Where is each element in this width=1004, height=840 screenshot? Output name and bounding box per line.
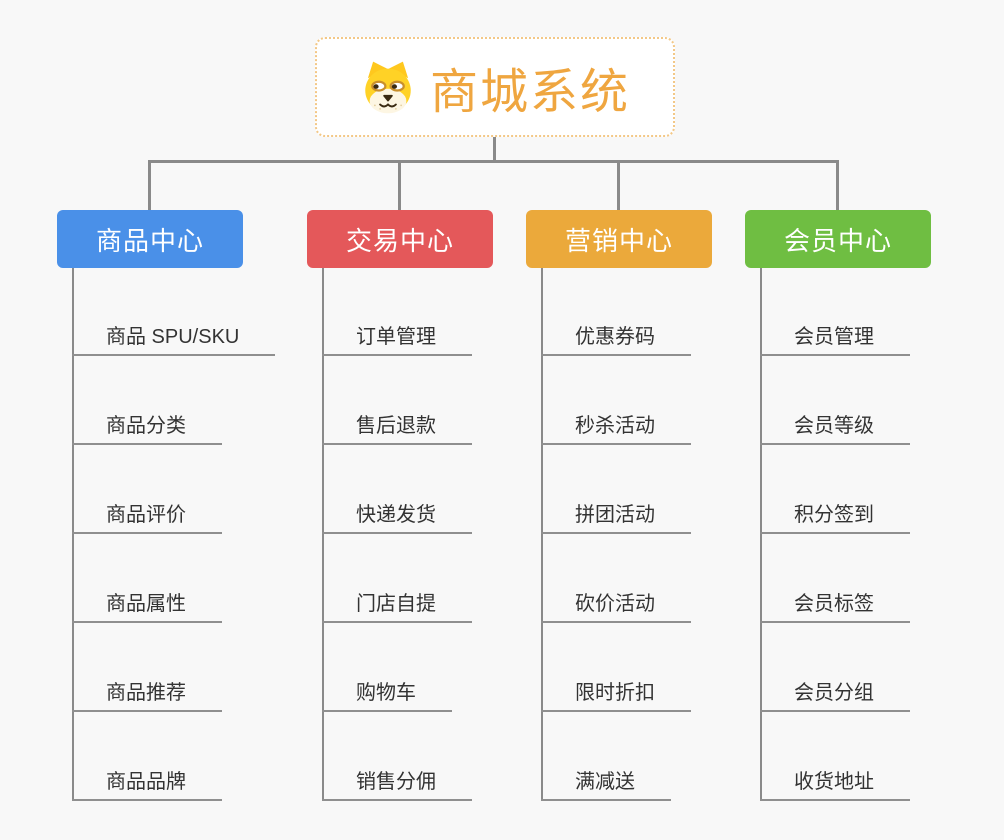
leaf-label: 砍价活动 <box>575 593 655 615</box>
leaf-node[interactable]: 收货地址 <box>760 765 910 801</box>
leaf-label: 满减送 <box>575 771 635 793</box>
leaf-node[interactable]: 会员管理 <box>760 320 910 356</box>
branch-node-marketing[interactable]: 营销中心 <box>526 210 712 268</box>
leaf-node[interactable]: 会员等级 <box>760 409 910 445</box>
leaf-node[interactable]: 商品推荐 <box>72 676 222 712</box>
leaf-label: 商品 SPU/SKU <box>106 326 240 348</box>
leaf-label: 限时折扣 <box>575 682 655 704</box>
leaf-node[interactable]: 限时折扣 <box>541 676 691 712</box>
branch-node-trade[interactable]: 交易中心 <box>307 210 493 268</box>
leaf-label: 秒杀活动 <box>575 415 655 437</box>
leaf-node[interactable]: 积分签到 <box>760 498 910 534</box>
connector-drop-3 <box>617 160 620 210</box>
leaf-label: 商品分类 <box>106 415 186 437</box>
branch-spine-line <box>322 268 324 801</box>
branch-spine-line <box>760 268 762 801</box>
leaf-node[interactable]: 会员分组 <box>760 676 910 712</box>
leaf-node[interactable]: 会员标签 <box>760 587 910 623</box>
connector-drop-4 <box>836 160 839 210</box>
connector-root-stem <box>493 137 496 162</box>
leaf-node[interactable]: 快递发货 <box>322 498 472 534</box>
branch-node-product[interactable]: 商品中心 <box>57 210 243 268</box>
leaf-label: 会员标签 <box>794 593 874 615</box>
leaf-node[interactable]: 门店自提 <box>322 587 472 623</box>
connector-drop-2 <box>398 160 401 210</box>
leaf-label: 商品属性 <box>106 593 186 615</box>
leaf-node[interactable]: 商品评价 <box>72 498 222 534</box>
leaf-label: 拼团活动 <box>575 504 655 526</box>
branch-column-product: 商品中心 商品 SPU/SKU 商品分类 商品评价 商品属性 商品推荐 商品品牌 <box>57 210 307 840</box>
branch-column-trade: 交易中心 订单管理 售后退款 快递发货 门店自提 购物车 销售分佣 <box>307 210 557 840</box>
leaf-node[interactable]: 秒杀活动 <box>541 409 691 445</box>
leaf-label: 售后退款 <box>356 415 436 437</box>
leaf-label: 销售分佣 <box>356 771 436 793</box>
leaf-label: 商品评价 <box>106 504 186 526</box>
leaf-label: 门店自提 <box>356 593 436 615</box>
leaf-node[interactable]: 商品属性 <box>72 587 222 623</box>
leaf-node[interactable]: 砍价活动 <box>541 587 691 623</box>
leaf-label: 商品品牌 <box>106 771 186 793</box>
leaf-node[interactable]: 售后退款 <box>322 409 472 445</box>
leaf-node[interactable]: 商品 SPU/SKU <box>72 320 276 356</box>
leaf-label: 快递发货 <box>356 504 436 526</box>
connector-drop-1 <box>148 160 151 210</box>
doge-icon <box>365 61 411 114</box>
branch-column-marketing: 营销中心 优惠券码 秒杀活动 拼团活动 砍价活动 限时折扣 满减送 <box>526 210 776 840</box>
leaf-node[interactable]: 商品品牌 <box>72 765 222 801</box>
leaf-node[interactable]: 销售分佣 <box>322 765 472 801</box>
leaf-label: 会员分组 <box>794 682 874 704</box>
leaf-label: 会员管理 <box>794 326 874 348</box>
branch-spine-line <box>72 268 74 801</box>
leaf-label: 商品推荐 <box>106 682 186 704</box>
leaf-label: 积分签到 <box>794 504 874 526</box>
leaf-label: 会员等级 <box>794 415 874 437</box>
leaf-label: 收货地址 <box>794 771 874 793</box>
leaf-node[interactable]: 订单管理 <box>322 320 472 356</box>
branch-spine-line <box>541 268 543 801</box>
leaf-label: 优惠券码 <box>575 326 655 348</box>
leaf-label: 订单管理 <box>356 326 436 348</box>
leaf-node[interactable]: 购物车 <box>322 676 452 712</box>
leaf-node[interactable]: 商品分类 <box>72 409 222 445</box>
leaf-node[interactable]: 优惠券码 <box>541 320 691 356</box>
connector-horizontal <box>148 160 839 163</box>
leaf-node[interactable]: 拼团活动 <box>541 498 691 534</box>
leaf-label: 购物车 <box>356 682 416 704</box>
branch-node-member[interactable]: 会员中心 <box>745 210 931 268</box>
branch-column-member: 会员中心 会员管理 会员等级 积分签到 会员标签 会员分组 收货地址 <box>745 210 995 840</box>
root-node[interactable]: 商城系统 <box>315 37 675 137</box>
leaf-node[interactable]: 满减送 <box>541 765 671 801</box>
root-title: 商城系统 <box>429 66 630 119</box>
